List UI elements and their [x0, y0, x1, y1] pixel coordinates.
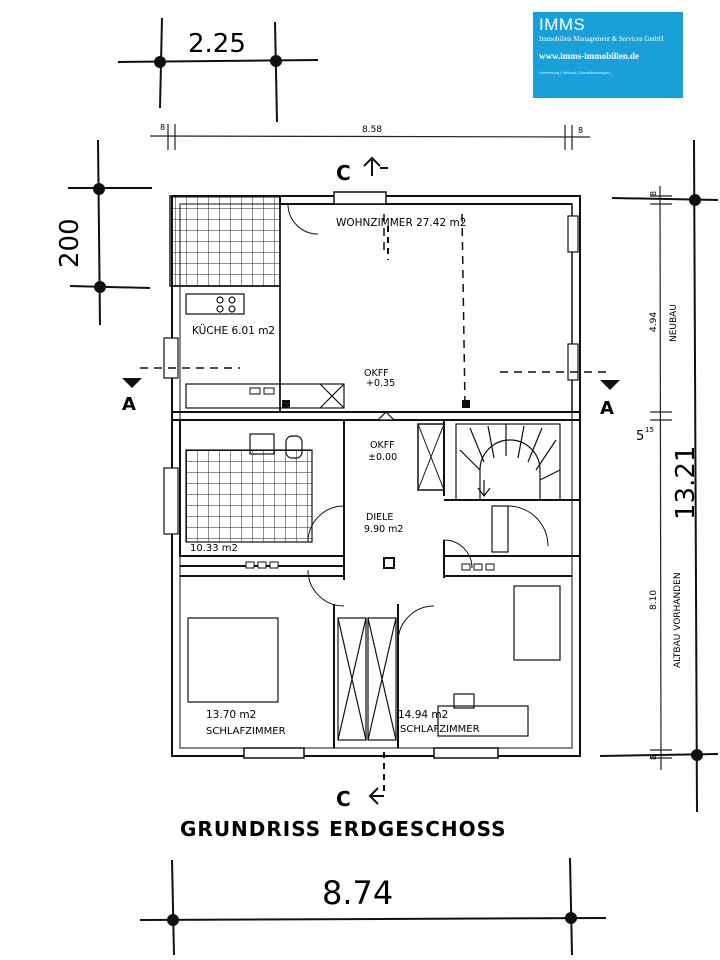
dimension-line-right — [650, 185, 672, 771]
hand-dim-1321: 13.21 — [671, 446, 701, 520]
room-kueche: KÜCHE 6.01 m2 — [192, 324, 275, 337]
okff-upper-b: +0.35 — [366, 378, 395, 389]
staircase-walls — [444, 499, 580, 557]
hand-dimension-left — [68, 139, 152, 326]
pillar-2 — [462, 400, 470, 408]
beam-lines — [140, 213, 610, 407]
section-label-c-top: C — [336, 161, 351, 185]
room-diele-a: DIELE — [366, 512, 393, 523]
logo-brand: IMMS — [539, 15, 586, 34]
dimension-line-top — [149, 124, 591, 150]
room-schlaf2-area: 14.94 m2 — [398, 709, 448, 721]
window-top — [333, 191, 387, 205]
window-bottom-right — [433, 747, 499, 759]
room-schlaf2-name: SCHLAFZIMMER — [400, 724, 480, 735]
section-c-bottom — [368, 752, 385, 805]
bed-right — [513, 585, 561, 661]
level-marker — [376, 411, 396, 421]
window-bottom-left — [243, 747, 305, 759]
dim-right-mid: 5 — [636, 429, 644, 444]
chair-right — [453, 693, 475, 709]
kitchen-counter — [185, 293, 345, 409]
dim-right-wall-bottom: 8 — [649, 755, 658, 760]
logo-services: Vermietung | Verkauf | Dienstleistungen … — [539, 70, 612, 75]
dim-right-mid-sup: 15 — [645, 426, 654, 434]
door-swing-bed-right — [397, 605, 435, 643]
label-neubau: NEUBAU — [669, 304, 679, 342]
bathroom-tiles — [185, 449, 313, 543]
door-swing-stair — [507, 505, 549, 547]
bed-left — [187, 617, 279, 703]
dim-top-total: 8.58 — [362, 125, 382, 135]
dim-right-wall-top: 8 — [649, 191, 658, 196]
hall-walls — [343, 420, 445, 580]
window-left-bath — [163, 467, 179, 535]
section-arrow-a-left — [122, 378, 142, 388]
hand-dimension-top — [117, 17, 319, 123]
hand-dim-874: 8.74 — [322, 874, 393, 912]
radiators — [245, 387, 495, 571]
window-right-mid — [567, 343, 579, 381]
hand-dimension-right — [599, 139, 719, 813]
section-label-a-right: A — [600, 398, 614, 419]
room-bad: 10.33 m2 — [190, 543, 238, 554]
room-wohnzimmer: WOHNZIMMER 27.42 m2 — [336, 217, 466, 229]
window-left-kitchen — [163, 337, 179, 379]
section-arrow-a-right — [600, 380, 620, 390]
dim-wall-right: 8 — [578, 126, 583, 135]
logo-url: www.imms-immobilien.de — [539, 51, 639, 61]
room-schlaf1-name: SCHLAFZIMMER — [206, 726, 286, 737]
terrace-tiles — [169, 195, 281, 287]
label-altbau: ALTBAU VORHANDEN — [673, 572, 683, 668]
okff-lower-b: ±0.00 — [368, 452, 397, 463]
staircase — [455, 423, 561, 501]
section-label-c-bottom: C — [336, 787, 351, 811]
hand-dimension-bottom — [139, 857, 607, 956]
logo-company: Immobilien Management & Services GmbH — [539, 35, 664, 43]
section-c-top — [363, 156, 389, 260]
door-swing-hall — [443, 539, 473, 569]
pillar-1 — [282, 400, 290, 408]
dim-right-upper: 4.94 — [649, 312, 659, 332]
plan-title: GRUNDRISS ERDGESCHOSS — [180, 817, 507, 841]
hand-dim-200: 200 — [55, 218, 85, 268]
door-swing-bath — [307, 505, 345, 543]
okff-lower-a: OKFF — [370, 440, 395, 451]
window-right-upper — [567, 215, 579, 253]
hall-pillar — [383, 557, 395, 569]
desk-right — [437, 705, 529, 737]
door-swing-terrace — [287, 203, 319, 235]
imms-logo: IMMS Immobilien Management & Services Gm… — [533, 12, 683, 98]
okff-upper-a: OKFF — [364, 368, 389, 379]
hand-dim-225: 2.25 — [188, 29, 246, 59]
room-diele-b: 9.90 m2 — [364, 524, 403, 535]
wardrobe — [337, 617, 397, 741]
door-swing-bed-left — [307, 569, 345, 607]
dim-right-lower: 8.10 — [649, 590, 659, 610]
bedroom-walls — [180, 575, 572, 748]
room-schlaf1-area: 13.70 m2 — [206, 709, 256, 721]
dim-wall-left: 8 — [160, 123, 165, 132]
section-label-a-left: A — [122, 394, 136, 415]
